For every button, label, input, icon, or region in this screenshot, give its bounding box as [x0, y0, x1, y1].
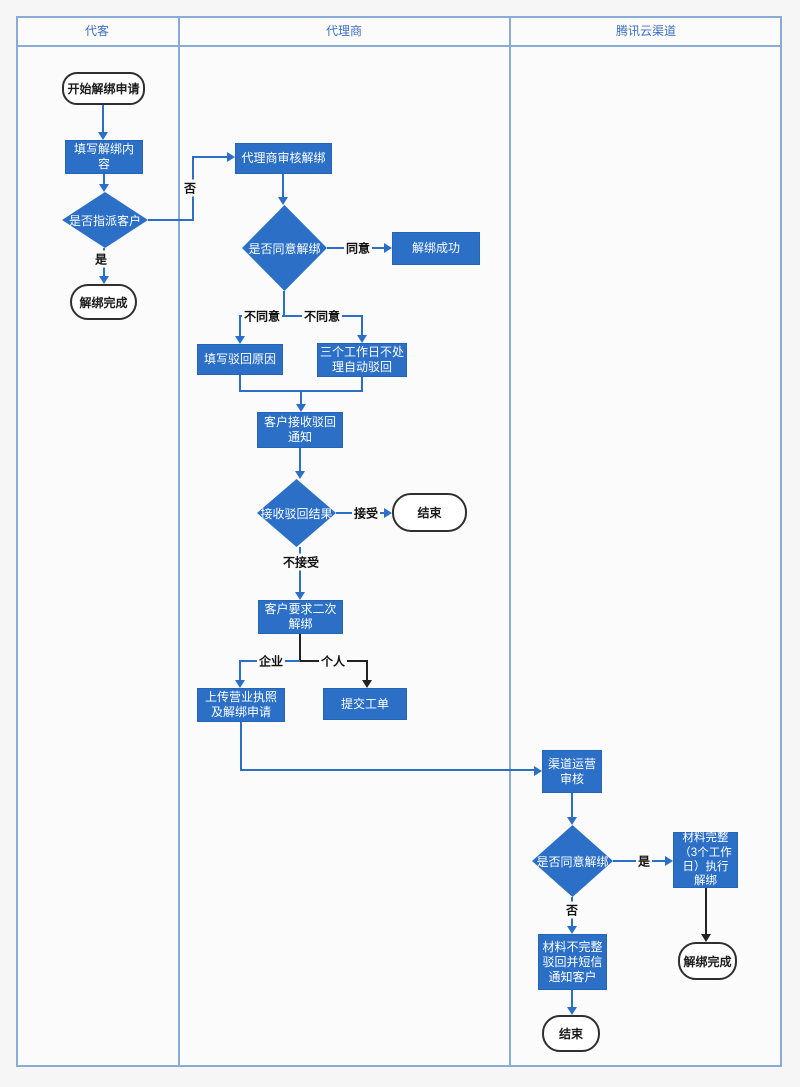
- end-node-unbind-done-2: 解绑完成: [678, 942, 737, 980]
- edge-label-yes-channel: 是: [635, 852, 653, 870]
- arrowhead: [384, 243, 392, 253]
- arrowhead: [567, 817, 577, 825]
- connector: [299, 448, 301, 472]
- edge-label-no-channel: 否: [563, 901, 581, 919]
- connector: [300, 392, 302, 405]
- connector: [571, 793, 573, 819]
- process-receive-reject-notice: 客户接收驳回 通知: [257, 412, 343, 448]
- process-fill-content: 填写解绑内 容: [65, 140, 143, 174]
- start-node-apply: 开始解绑申请: [62, 72, 145, 105]
- process-upload-license: 上传营业执照 及解绑申请: [197, 688, 285, 722]
- lane-title-channel: 腾讯云渠道: [615, 24, 677, 38]
- connector: [148, 219, 194, 221]
- connector: [239, 660, 241, 681]
- lane-divider-1: [178, 16, 180, 1067]
- connector: [705, 888, 707, 935]
- process-auto-reject: 三个工作日不处 理自动驳回: [317, 343, 407, 377]
- arrowhead: [99, 276, 109, 284]
- arrowhead: [701, 934, 711, 942]
- arrowhead: [296, 404, 306, 412]
- edge-label-disagree-left: 不同意: [241, 307, 283, 325]
- arrowhead: [295, 592, 305, 600]
- connector: [194, 156, 227, 158]
- process-agent-review: 代理商审核解绑: [235, 143, 332, 174]
- edge-label-no: 否: [181, 179, 199, 197]
- lane-title-customer: 代客: [84, 24, 110, 38]
- connector: [282, 174, 284, 198]
- edge-label-personal: 个人: [318, 652, 348, 670]
- connector: [102, 105, 104, 133]
- lane-divider-2: [509, 16, 511, 1067]
- end-node-unbind-done-1: 解绑完成: [70, 284, 137, 320]
- connector: [361, 377, 363, 392]
- arrowhead: [384, 508, 392, 518]
- connector: [239, 315, 363, 317]
- connector: [571, 990, 573, 1008]
- swimlane-frame: [16, 16, 782, 1067]
- arrowhead: [534, 766, 542, 776]
- arrowhead: [567, 926, 577, 934]
- connector: [240, 722, 242, 771]
- edge-label-not-accept: 不接受: [280, 553, 322, 571]
- connector: [103, 174, 105, 185]
- end-node-end-1: 结束: [392, 493, 467, 532]
- process-unbind-success: 解绑成功: [392, 232, 480, 265]
- arrowhead: [99, 184, 109, 192]
- edge-label-yes: 是: [92, 250, 110, 268]
- connector: [361, 315, 363, 336]
- arrowhead: [567, 1007, 577, 1015]
- arrowhead: [98, 132, 108, 140]
- connector: [239, 375, 241, 392]
- arrowhead: [278, 197, 288, 205]
- connector: [240, 769, 534, 771]
- process-second-unbind: 客户要求二次 解绑: [258, 600, 343, 634]
- end-node-end-2: 结束: [542, 1015, 600, 1052]
- arrowhead: [235, 680, 245, 688]
- arrowhead: [235, 336, 245, 344]
- edge-label-disagree-right: 不同意: [301, 307, 343, 325]
- connector: [283, 291, 285, 317]
- connector: [239, 390, 363, 392]
- process-incomplete-reject: 材料不完整 驳回并短信 通知客户: [538, 934, 607, 990]
- lane-title-agent: 代理商: [325, 24, 363, 38]
- process-complete-execute: 材料完整 （3个工作 日）执行 解绑: [673, 832, 738, 888]
- arrowhead: [665, 856, 673, 866]
- edge-label-accept: 接受: [351, 504, 381, 522]
- arrowhead: [295, 471, 305, 479]
- arrowhead: [227, 152, 235, 162]
- edge-label-enterprise: 企业: [256, 652, 286, 670]
- connector: [366, 660, 368, 681]
- process-fill-reject-reason: 填写驳回原因: [197, 344, 283, 375]
- connector: [299, 634, 301, 661]
- edge-label-agree: 同意: [343, 239, 373, 257]
- header-divider: [16, 45, 782, 47]
- connector: [239, 315, 241, 337]
- process-submit-ticket: 提交工单: [323, 688, 407, 720]
- arrowhead: [357, 335, 367, 343]
- process-channel-review: 渠道运营 审核: [542, 750, 602, 793]
- arrowhead: [362, 680, 372, 688]
